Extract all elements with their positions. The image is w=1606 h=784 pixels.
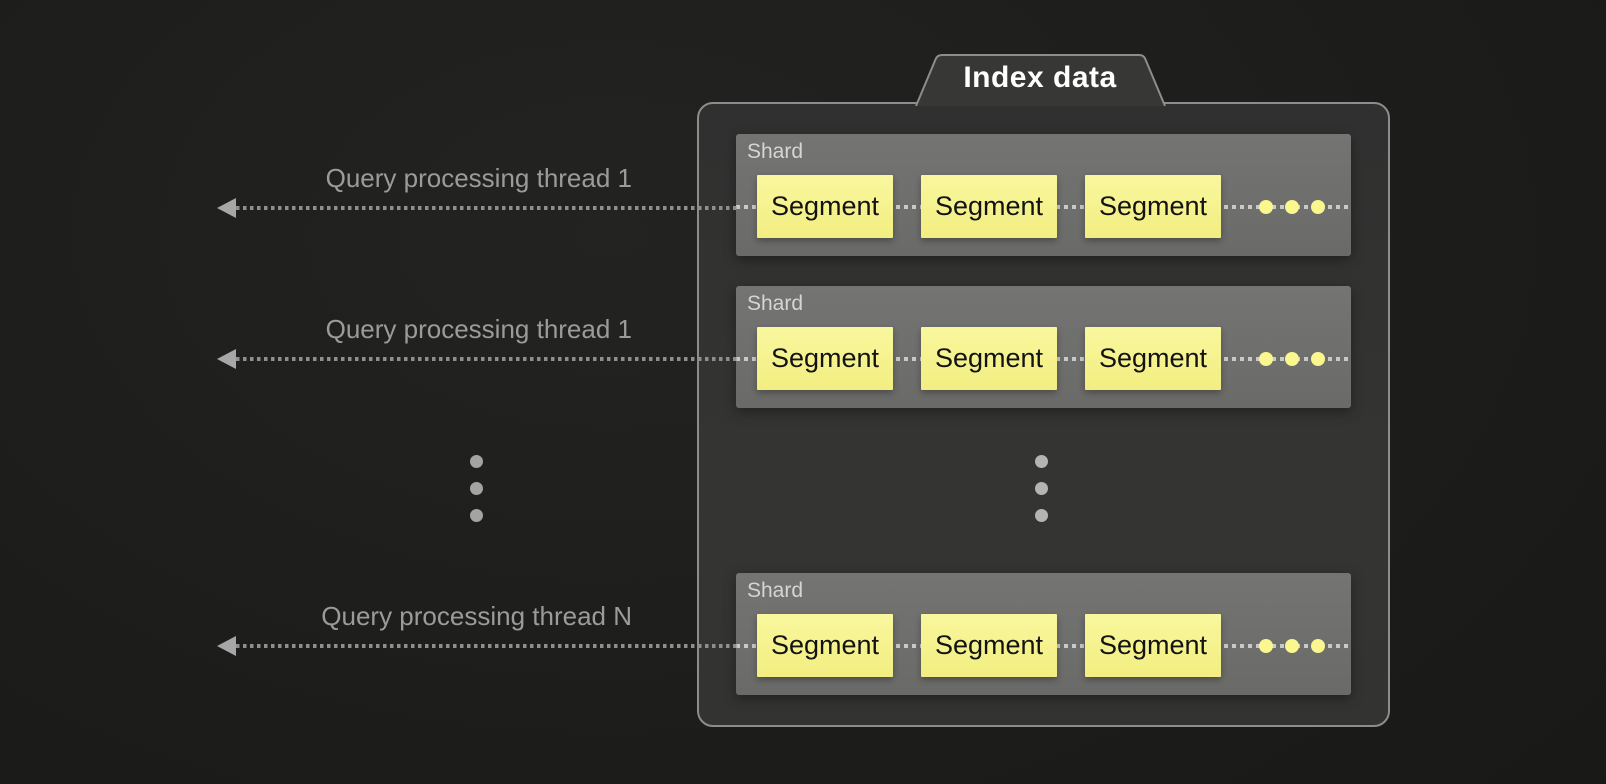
segment-box: Segment [1085,614,1221,677]
dotted-arrow-line [236,206,737,210]
shard-box: Shard Segment Segment Segment [736,286,1351,408]
more-shards-ellipsis-icon [1035,455,1048,522]
segment-box: Segment [921,327,1057,390]
shard-label: Shard [747,579,804,602]
segment-box: Segment [1085,327,1221,390]
index-data-tab [915,54,1166,106]
shard-label: Shard [747,140,804,163]
dotted-arrow-line [236,357,737,361]
more-threads-ellipsis-icon [470,455,483,522]
more-segments-ellipsis-icon [1259,352,1325,366]
shard-box: Shard Segment Segment Segment [736,134,1351,256]
thread-label: Query processing thread 1 [325,314,632,344]
segment-box: Segment [757,614,893,677]
segment-box: Segment [921,175,1057,238]
shard-box: Shard Segment Segment Segment [736,573,1351,695]
more-segments-ellipsis-icon [1259,200,1325,214]
arrow-head-icon [217,349,236,369]
shard-label: Shard [747,292,804,315]
dotted-arrow-line [236,644,737,648]
more-segments-ellipsis-icon [1259,639,1325,653]
segment-box: Segment [1085,175,1221,238]
segment-box: Segment [757,327,893,390]
arrow-head-icon [217,198,236,218]
arrow-head-icon [217,636,236,656]
index-data-tab-label: Index data [963,61,1117,94]
segment-box: Segment [757,175,893,238]
segment-box: Segment [921,614,1057,677]
thread-label: Query processing thread N [321,601,632,631]
thread-label: Query processing thread 1 [325,163,632,193]
